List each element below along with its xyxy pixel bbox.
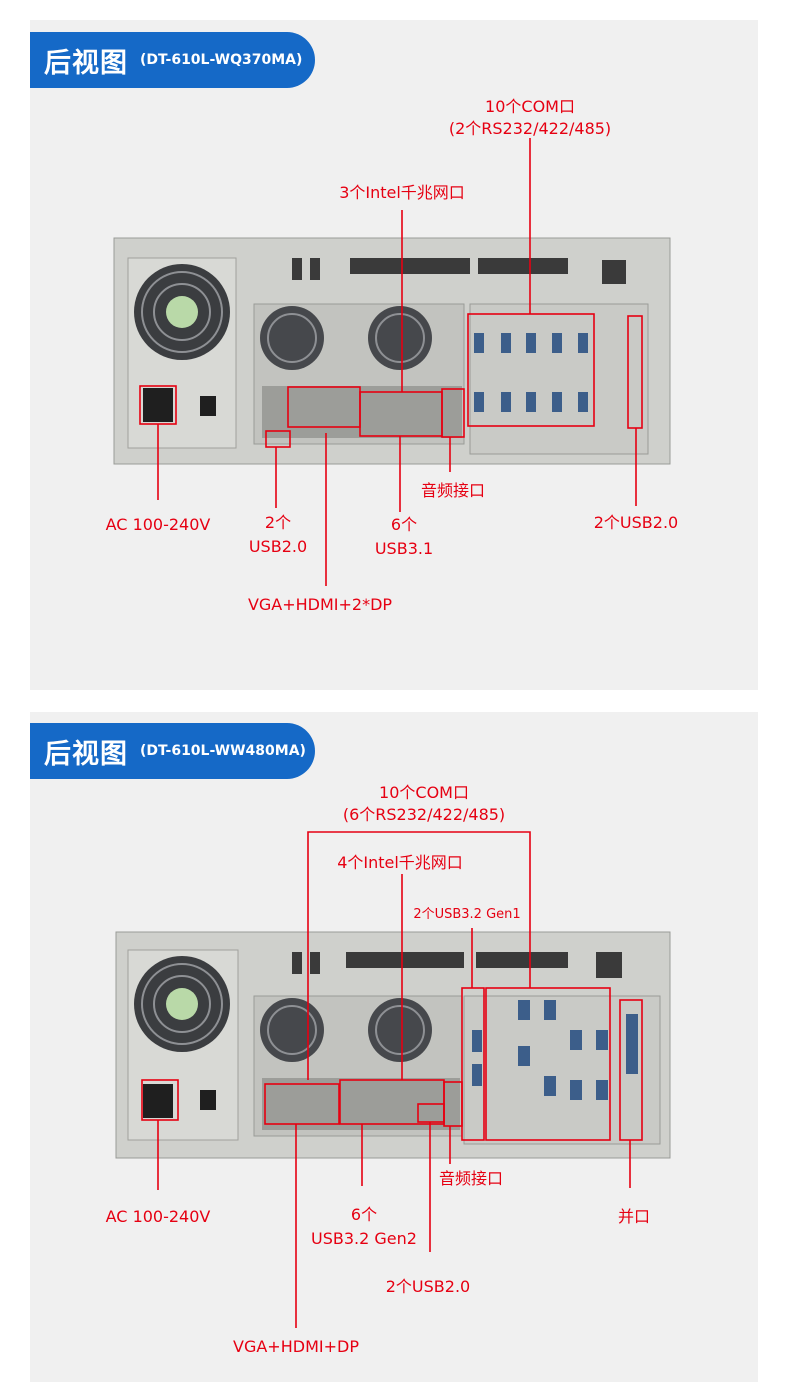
s2-display-label: VGA+HDMI+DP (233, 1337, 359, 1356)
s1-com-line2: (2个RS232/422/485) (449, 119, 611, 138)
s1-audio-label: 音频接口 (421, 481, 485, 500)
s1-usb20-left-2: USB2.0 (249, 537, 307, 556)
s2-usb32gen2-1: 6个 (351, 1205, 377, 1224)
s1-display-label: VGA+HDMI+2*DP (248, 595, 392, 614)
s2-audio-label: 音频接口 (439, 1169, 503, 1188)
s2-power-label: AC 100-240V (106, 1207, 211, 1226)
s1-usb20-left-1: 2个 (265, 513, 291, 532)
s1-power-label: AC 100-240V (106, 515, 211, 534)
s1-usb31-2: USB3.1 (375, 539, 433, 558)
s1-com-line1: 10个COM口 (485, 97, 575, 116)
callout-boxes-1 (139, 313, 643, 448)
section-2-title: 后视图 (44, 738, 128, 770)
chassis-1 (113, 237, 671, 465)
callout-boxes-2 (141, 987, 643, 1141)
section-2-model: (DT-610L-WW480MA) (140, 743, 306, 759)
s2-usb20-label: 2个USB2.0 (386, 1277, 470, 1296)
section-1-diagram: 10个COM口 (2个RS232/422/485) 3个Intel千兆网口 AC… (106, 97, 679, 614)
s2-usb32gen1-label: 2个USB3.2 Gen1 (413, 907, 520, 922)
section-1-title: 后视图 (44, 47, 128, 79)
callout-lines-2 (157, 831, 631, 1328)
section-2-banner: 后视图 (DT-610L-WW480MA) (30, 723, 315, 779)
chassis-2 (115, 931, 671, 1159)
section-2-diagram: 10个COM口 (6个RS232/422/485) 4个Intel千兆网口 2个… (106, 783, 671, 1356)
section-1-banner: 后视图 (DT-610L-WQ370MA) (30, 32, 315, 88)
s1-lan-label: 3个Intel千兆网口 (339, 183, 465, 202)
callout-lines-1 (157, 138, 637, 586)
s1-usb20-right-label: 2个USB2.0 (594, 513, 678, 532)
section-1-model: (DT-610L-WQ370MA) (140, 52, 303, 68)
s1-usb31-1: 6个 (391, 515, 417, 534)
s2-com-line2: (6个RS232/422/485) (343, 805, 505, 824)
s2-usb32gen2-2: USB3.2 Gen2 (311, 1229, 417, 1248)
s2-parallel-label: 并口 (618, 1207, 650, 1226)
s2-lan-label: 4个Intel千兆网口 (337, 853, 463, 872)
s2-com-line1: 10个COM口 (379, 783, 469, 802)
